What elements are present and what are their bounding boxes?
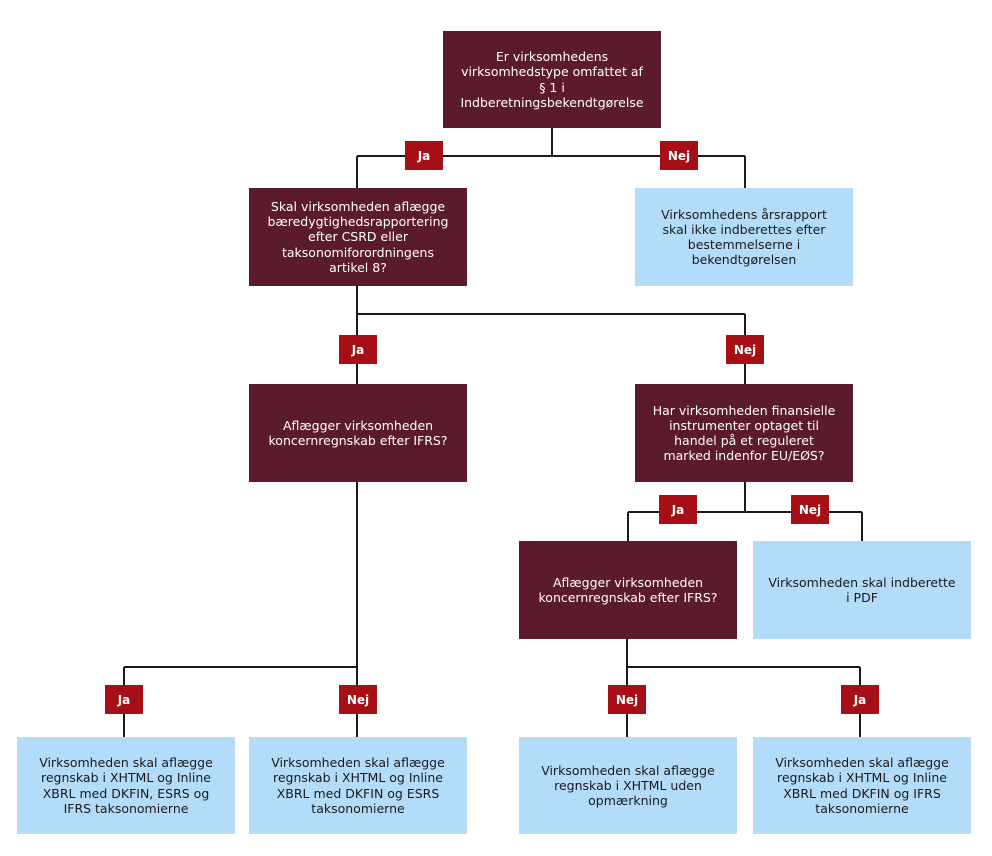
label-ja: Ja — [841, 685, 879, 714]
label-nej: Nej — [726, 335, 764, 364]
connector-q3 — [123, 482, 358, 737]
label-nej: Nej — [791, 495, 829, 524]
question-text: Er virksomhedens virksomhedstype omfatte… — [460, 49, 644, 110]
answer-text: Virksomheden skal aflægge regnskab i XHT… — [541, 762, 715, 809]
answer-text: Virksomheden skal indberette i PDF — [768, 574, 956, 605]
question-box-q5: Aflægger virksomheden koncernregnskab ef… — [519, 541, 737, 639]
answer-box-a3: Virksomheden skal aflægge regnskab i XHT… — [17, 737, 235, 834]
question-box-q1: Er virksomhedens virksomhedstype omfatte… — [443, 31, 661, 128]
connector-q4 — [627, 482, 863, 541]
answer-text: Virksomheden skal aflægge regnskab i XHT… — [271, 755, 445, 816]
label-ja: Ja — [105, 685, 143, 714]
question-text: Aflægger virksomheden koncernregnskab ef… — [268, 417, 448, 448]
connector-q2 — [356, 286, 746, 384]
question-text: Har virksomheden finansielle instrumente… — [652, 402, 836, 464]
answer-box-a2: Virksomheden skal indberette i PDF — [753, 541, 971, 639]
answer-box-a4: Virksomheden skal aflægge regnskab i XHT… — [249, 737, 467, 834]
label-nej: Nej — [660, 141, 698, 170]
question-text: Aflægger virksomheden koncernregnskab ef… — [538, 574, 718, 605]
answer-text: Virksomheden skal aflægge regnskab i XHT… — [775, 755, 949, 816]
question-box-q2: Skal virksomheden aflægge bæredygtigheds… — [249, 188, 467, 286]
label-ja: Ja — [405, 141, 443, 170]
label-nej: Nej — [339, 685, 377, 714]
connector-q1 — [356, 128, 746, 188]
answer-text: Virksomheden skal aflægge regnskab i XHT… — [39, 755, 213, 816]
answer-box-a5: Virksomheden skal aflægge regnskab i XHT… — [519, 737, 737, 834]
answer-box-a1: Virksomhedens årsrapport skal ikke indbe… — [635, 188, 853, 286]
label-ja: Ja — [659, 495, 697, 524]
question-box-q4: Har virksomheden finansielle instrumente… — [635, 384, 853, 482]
answer-text: Virksomhedens årsrapport skal ikke indbe… — [661, 206, 827, 268]
label-nej: Nej — [608, 685, 646, 714]
question-text: Skal virksomheden aflægge bæredygtigheds… — [267, 198, 449, 275]
answer-box-a6: Virksomheden skal aflægge regnskab i XHT… — [753, 737, 971, 834]
label-ja: Ja — [339, 335, 377, 364]
connector-q5 — [626, 639, 861, 737]
question-box-q3: Aflægger virksomheden koncernregnskab ef… — [249, 384, 467, 482]
